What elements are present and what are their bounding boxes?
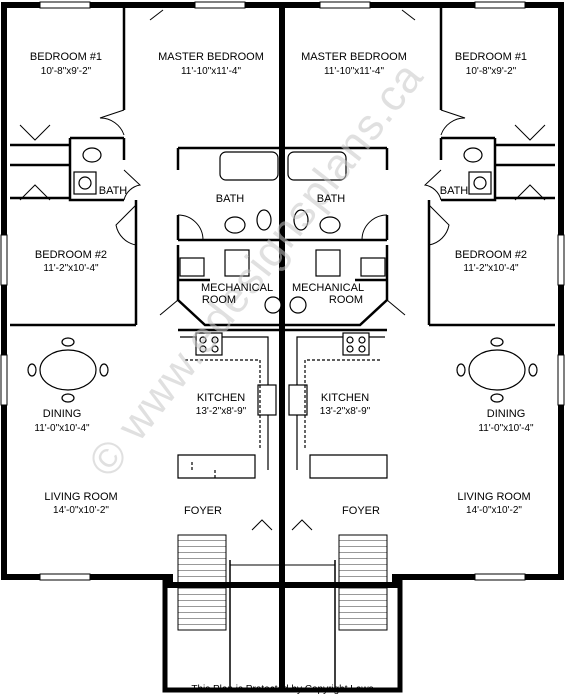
left-mech-line2: ROOM [202,294,236,306]
left-bedroom2-name: BEDROOM #2 [35,249,107,261]
right-bedroom1-dim: 10'-8"x9'-2" [466,66,517,77]
left-kitchen-name: KITCHEN [197,392,245,404]
left-bedroom1-name: BEDROOM #1 [30,51,102,63]
right-dining-dim: 11'-0"x10'-4" [478,423,534,434]
door-swings [19,9,546,531]
copyright-footer: This Plan is Protected by Copyright Laws [191,684,374,695]
right-bedroom2-dim: 11'-2"x10'-4" [463,263,519,274]
windows [0,1,565,581]
right-mech-line1: MECHANICAL [292,282,364,294]
left-living-dim: 14'-0"x10'-2" [53,505,109,516]
left-mech-line1: MECHANICAL [201,282,273,294]
left-main-bath-name: BATH [216,193,245,205]
interior-walls-left [10,5,282,332]
kitchen-counters [177,332,388,479]
right-main-bath-name: BATH [317,193,346,205]
left-master-dim: 11'-10"x11'-4" [181,66,241,77]
left-bedroom1-dim: 10'-8"x9'-2" [41,66,92,77]
left-dining-name: DINING [43,408,82,420]
right-bedroom2-name: BEDROOM #2 [455,249,527,261]
left-foyer-name: FOYER [184,505,222,517]
right-living-dim: 14'-0"x10'-2" [466,505,522,516]
dining-tables [27,337,538,403]
left-kitchen-dim: 13'-2"x8'-9" [196,406,247,417]
right-dining-name: DINING [487,408,526,420]
right-mech-line2: ROOM [329,294,363,306]
stairs [177,534,388,631]
right-foyer-name: FOYER [342,505,380,517]
right-kitchen-name: KITCHEN [321,392,369,404]
bath-fixtures [73,147,492,314]
right-master-dim: 11'-10"x11'-4" [324,66,384,77]
left-dining-dim: 11'-0"x10'-4" [34,423,90,434]
right-master-name: MASTER BEDROOM [301,51,407,63]
right-kitchen-dim: 13'-2"x8'-9" [320,406,371,417]
interior-walls-right [282,5,555,332]
right-small-bath-name: BATH [440,185,469,197]
left-bedroom2-dim: 11'-2"x10'-4" [43,263,99,274]
room-labels-left: BEDROOM #1 10'-8"x9'-2" MASTER BEDROOM 1… [30,51,273,517]
left-living-name: LIVING ROOM [44,491,117,503]
left-small-bath-name: BATH [99,185,128,197]
right-living-name: LIVING ROOM [457,491,530,503]
room-labels-right: BEDROOM #1 10'-8"x9'-2" MASTER BEDROOM 1… [292,51,534,517]
left-master-name: MASTER BEDROOM [158,51,264,63]
right-bedroom1-name: BEDROOM #1 [455,51,527,63]
